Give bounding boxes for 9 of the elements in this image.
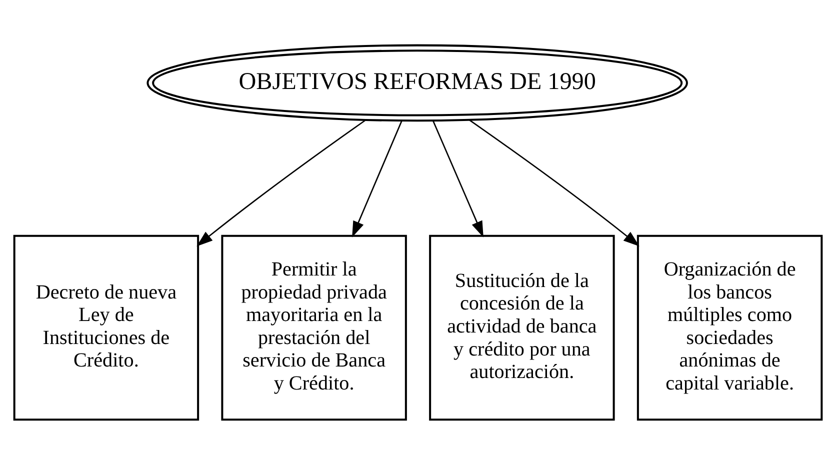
arrow (352, 120, 402, 238)
node-box: Organización de los bancos múltiples como sociedades anónimas de capital variable. (636, 234, 823, 421)
node-box: Decreto de nueva Ley de Instituciones de Crédito. (13, 234, 200, 421)
arrow (469, 120, 640, 246)
arrow (432, 120, 484, 238)
arrow (196, 120, 366, 246)
node-ellipse: OBJETIVOS REFORMAS DE 1990 (146, 44, 688, 122)
node-box: Sustitución de la concesión de la actividad de banca y crédito por una autorización. (429, 234, 615, 421)
node-box: Permitir la propiedad privada mayoritaria en la prestación del servicio de Banca y Crédito. (221, 234, 407, 421)
